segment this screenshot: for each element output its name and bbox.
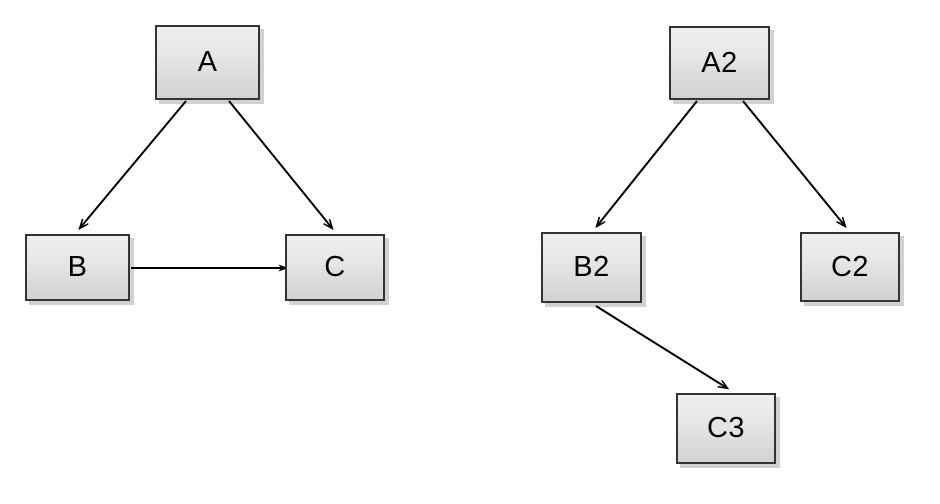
edge-a-to-b: [80, 100, 187, 228]
node-c-label: C: [324, 251, 346, 283]
node-c[interactable]: C: [285, 234, 385, 301]
node-a2[interactable]: A2: [669, 26, 770, 100]
node-b[interactable]: B: [25, 234, 130, 301]
node-a-label: A: [197, 46, 218, 78]
node-b-label: B: [67, 251, 88, 283]
node-c3-label: C3: [706, 412, 746, 444]
edge-a-to-c: [228, 100, 332, 228]
node-c2-label: C2: [830, 250, 870, 283]
node-a2-label: A2: [701, 46, 738, 79]
node-b2[interactable]: B2: [541, 232, 642, 303]
node-c3[interactable]: C3: [676, 393, 776, 464]
node-b2-label: B2: [573, 251, 610, 283]
edge-b2-to-c3: [595, 305, 727, 388]
edge-a2-to-b2: [597, 100, 698, 226]
node-c2[interactable]: C2: [800, 232, 900, 302]
node-a[interactable]: A: [155, 25, 260, 100]
edge-a2-to-c2: [742, 100, 845, 226]
